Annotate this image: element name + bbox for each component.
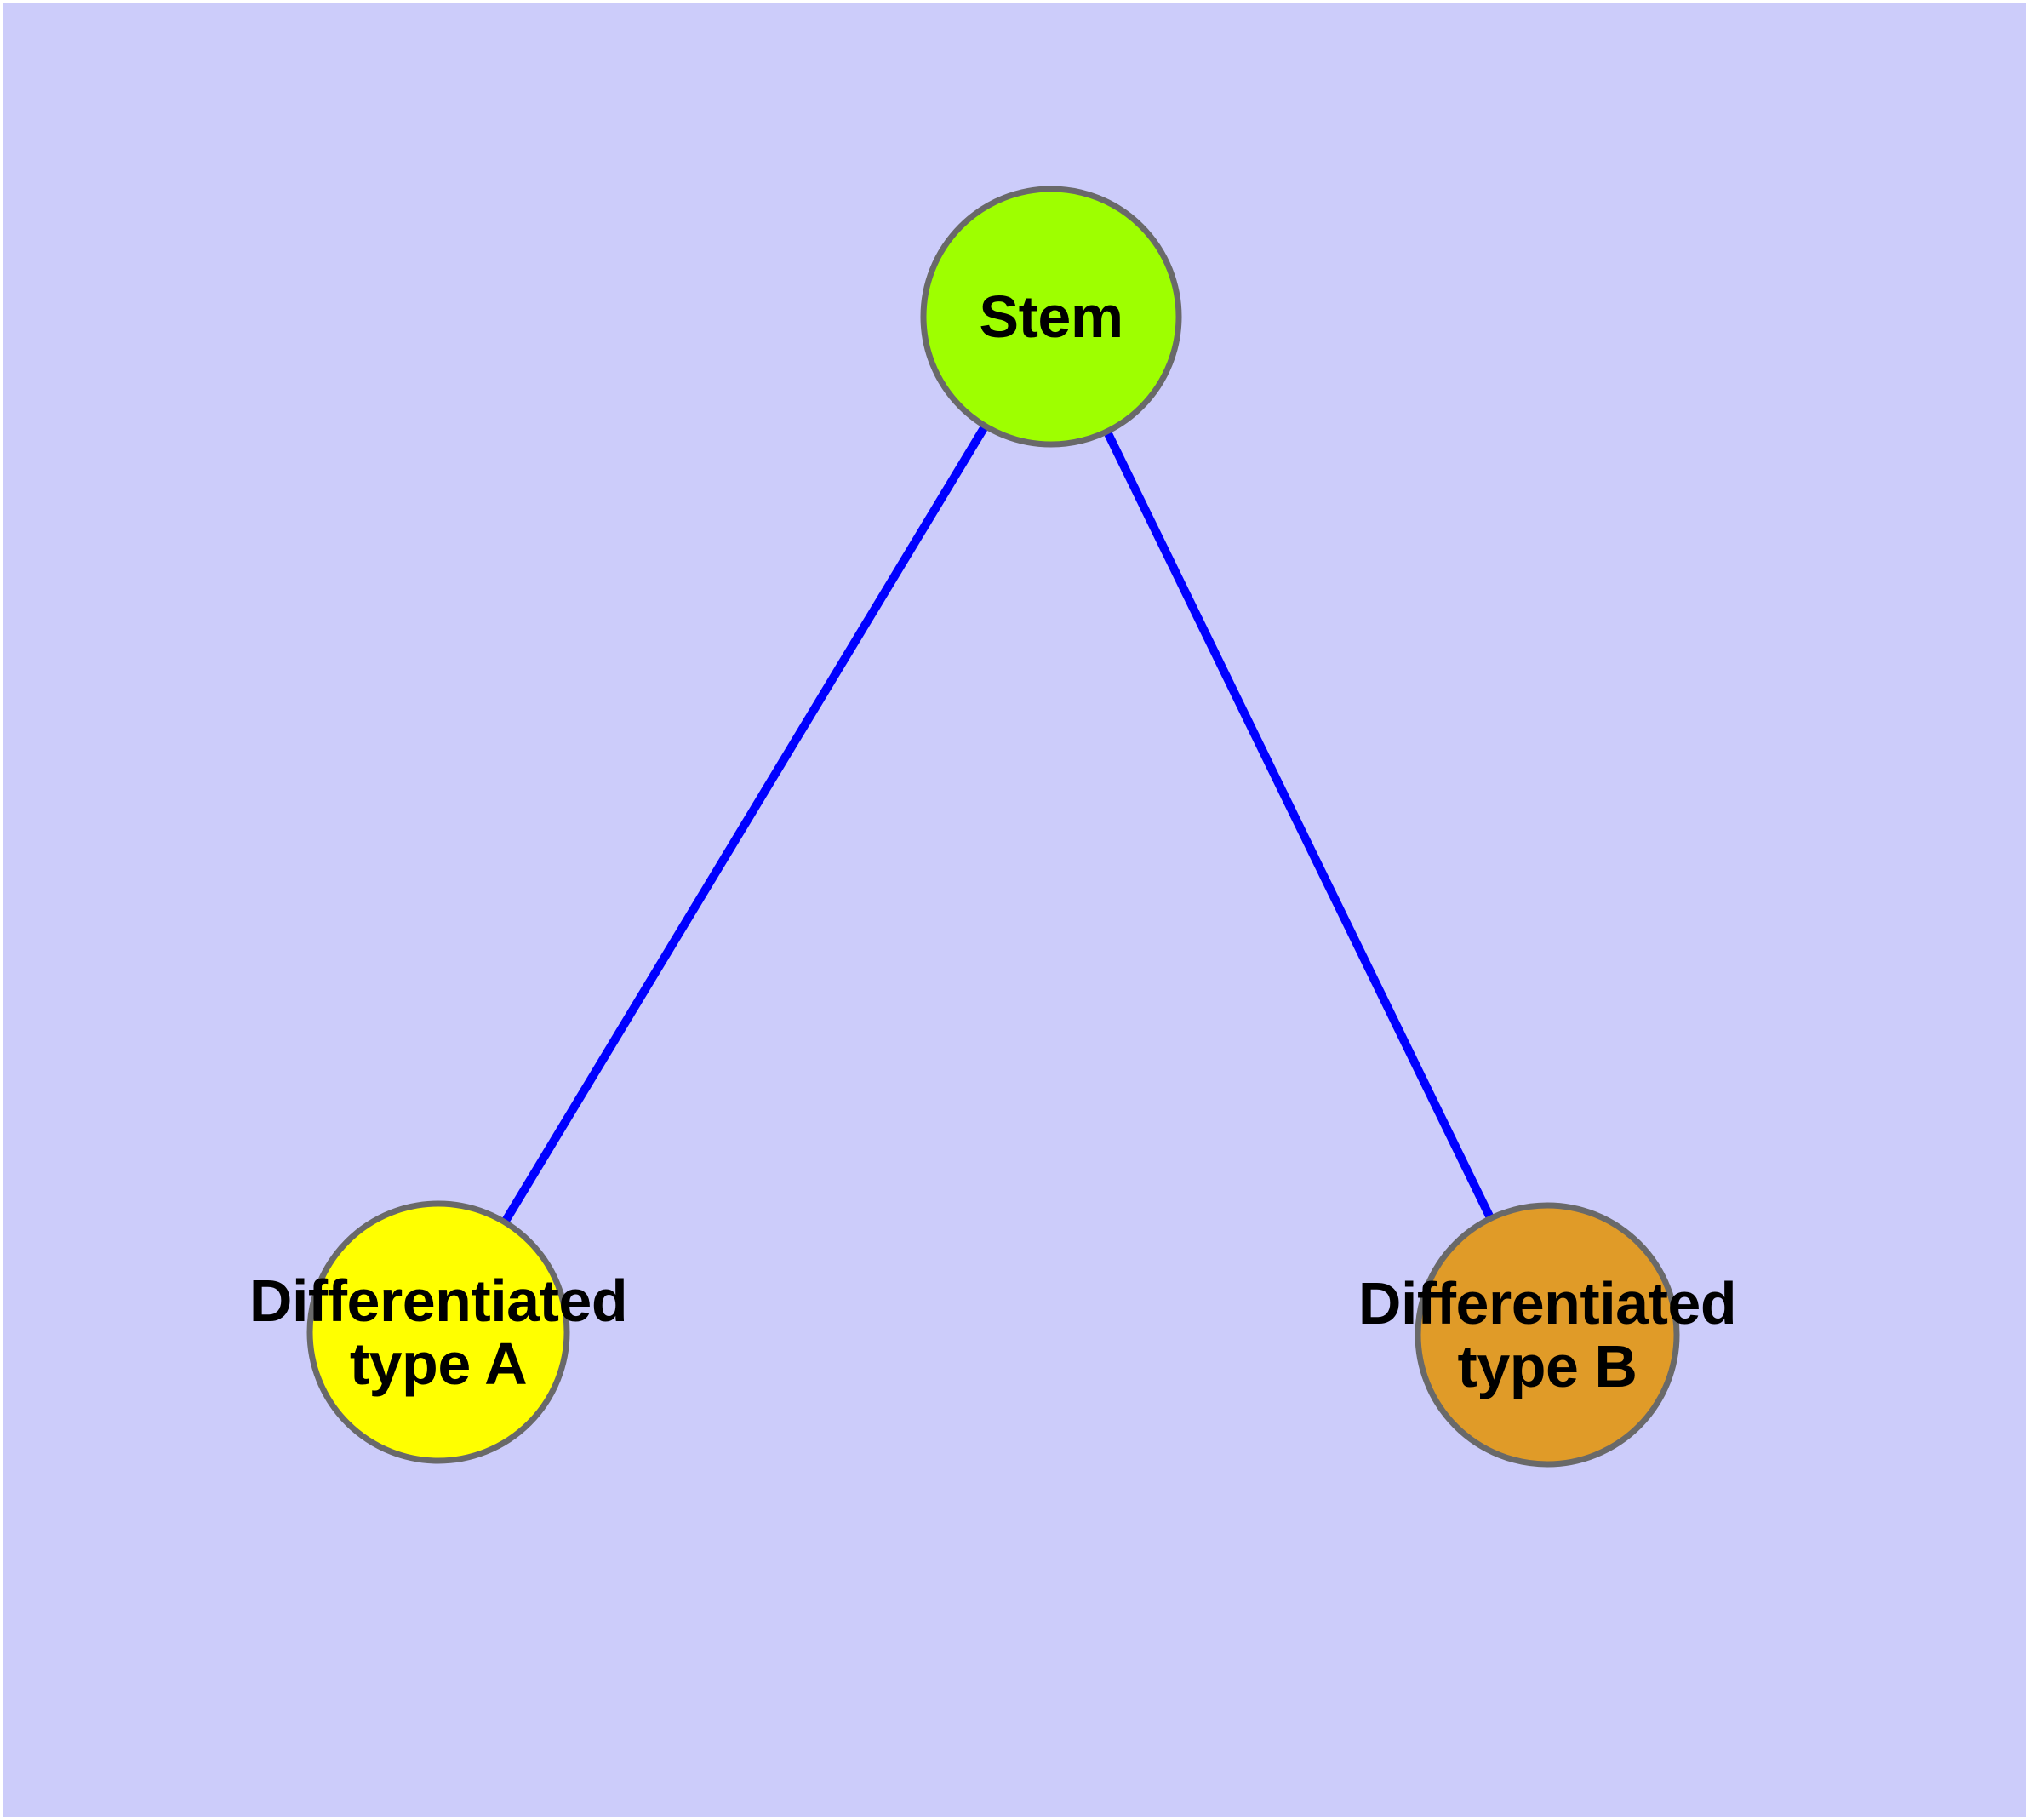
graph-node-diff_b[interactable] (1415, 1202, 1680, 1468)
graph-node-stem[interactable] (920, 186, 1182, 448)
nodes-layer (306, 186, 1680, 1468)
graph-node-diff_a[interactable] (306, 1200, 570, 1464)
graph-edge-stem-to-diff-b[interactable] (1102, 427, 1495, 1222)
edges-layer (500, 422, 1495, 1227)
graph-edge-stem-to-diff-a[interactable] (500, 422, 990, 1227)
